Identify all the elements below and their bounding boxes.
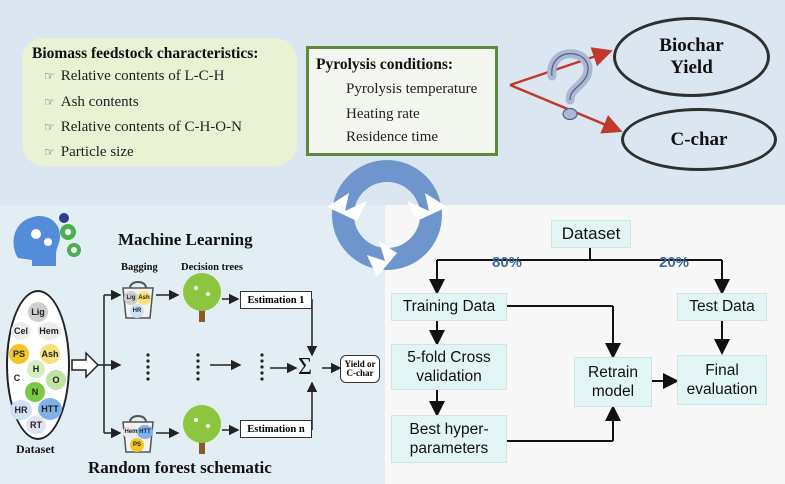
dataset-item: C <box>9 370 25 386</box>
bag-item: HR <box>130 304 144 318</box>
estimation-n-box: Estimation n <box>240 420 312 438</box>
pct-test-label: 20% <box>659 254 690 271</box>
pyrolysis-item: Heating rate <box>346 106 420 122</box>
dataset-item: HTT <box>38 398 62 420</box>
ml-connectors <box>71 289 342 439</box>
retrain-model-box: Retrain model <box>574 357 652 407</box>
decision-trees-label: Decision trees <box>181 262 243 273</box>
biomass-box <box>22 38 297 166</box>
ml-title: Machine Learning <box>118 230 253 249</box>
random-forest-title: Random forest schematic <box>88 458 272 477</box>
biomass-item: ☞Relative contents of L-C-H <box>44 68 225 84</box>
pyrolysis-box <box>306 46 498 156</box>
dataset-item: PS <box>9 344 29 364</box>
question-mark-icon <box>547 49 593 105</box>
ml-head-gears-icon <box>13 213 81 266</box>
estimation-1-box: Estimation 1 <box>240 291 312 309</box>
biomass-item: ☞Particle size <box>44 144 134 160</box>
question-arrows-graphic <box>509 47 623 134</box>
dataset-item: N <box>25 382 45 402</box>
pyrolysis-title: Pyrolysis conditions: <box>316 56 454 73</box>
test-data-box: Test Data <box>677 293 767 321</box>
pointing-hand-icon: ☞ <box>44 145 55 159</box>
cross-validation-box: 5-fold Cross validation <box>391 344 507 390</box>
dataset-item: O <box>46 370 66 390</box>
cycle-icon <box>327 160 447 277</box>
pyrolysis-item: Residence time <box>346 129 439 145</box>
best-hyperparameters-box: Best hyper-parameters <box>391 415 507 463</box>
arrow-to-biochar <box>509 47 613 87</box>
bag-item: Lig <box>124 291 138 305</box>
final-evaluation-box: Final evaluation <box>677 355 767 405</box>
arrow-to-cchar <box>509 83 623 134</box>
dataset-item: Lig <box>28 302 48 322</box>
dataset-item: Ash <box>40 344 60 364</box>
yield-or-cchar-box: Yield or C-char <box>340 355 380 383</box>
dataset-item: Hem <box>37 322 61 340</box>
bagging-label: Bagging <box>121 262 158 273</box>
pyrolysis-item: Pyrolysis temperature <box>346 81 478 97</box>
biochar-yield-ellipse: Biochar Yield <box>613 17 770 97</box>
bag-item: PS <box>130 438 144 452</box>
bag-item: Hem <box>123 425 139 439</box>
bag-item: Ash <box>137 291 151 305</box>
bag-item: HTT <box>137 425 153 439</box>
biomass-item: ☞Relative contents of C-H-O-N <box>44 119 242 135</box>
pointing-hand-icon: ☞ <box>44 95 55 109</box>
dataset-item: H <box>27 360 45 378</box>
dataset-item: RT <box>26 416 46 434</box>
workflow-connectors <box>429 247 730 442</box>
dataset-label: Dataset <box>16 442 55 456</box>
sigma-symbol: Σ <box>298 354 312 380</box>
cchar-ellipse: C-char <box>621 108 777 171</box>
pointing-hand-icon: ☞ <box>44 69 55 83</box>
pct-train-label: 80% <box>492 254 523 271</box>
pointing-hand-icon: ☞ <box>44 120 55 134</box>
biomass-title: Biomass feedstock characteristics: <box>32 45 259 62</box>
dataset-item: HR <box>10 400 32 420</box>
dataset-item: Cel <box>11 322 31 340</box>
training-data-box: Training Data <box>391 293 507 321</box>
wf-dataset-box: Dataset <box>551 220 631 248</box>
biomass-item: ☞Ash contents <box>44 94 139 110</box>
decision-tree-icon <box>183 405 221 454</box>
decision-tree-icon <box>183 273 221 322</box>
